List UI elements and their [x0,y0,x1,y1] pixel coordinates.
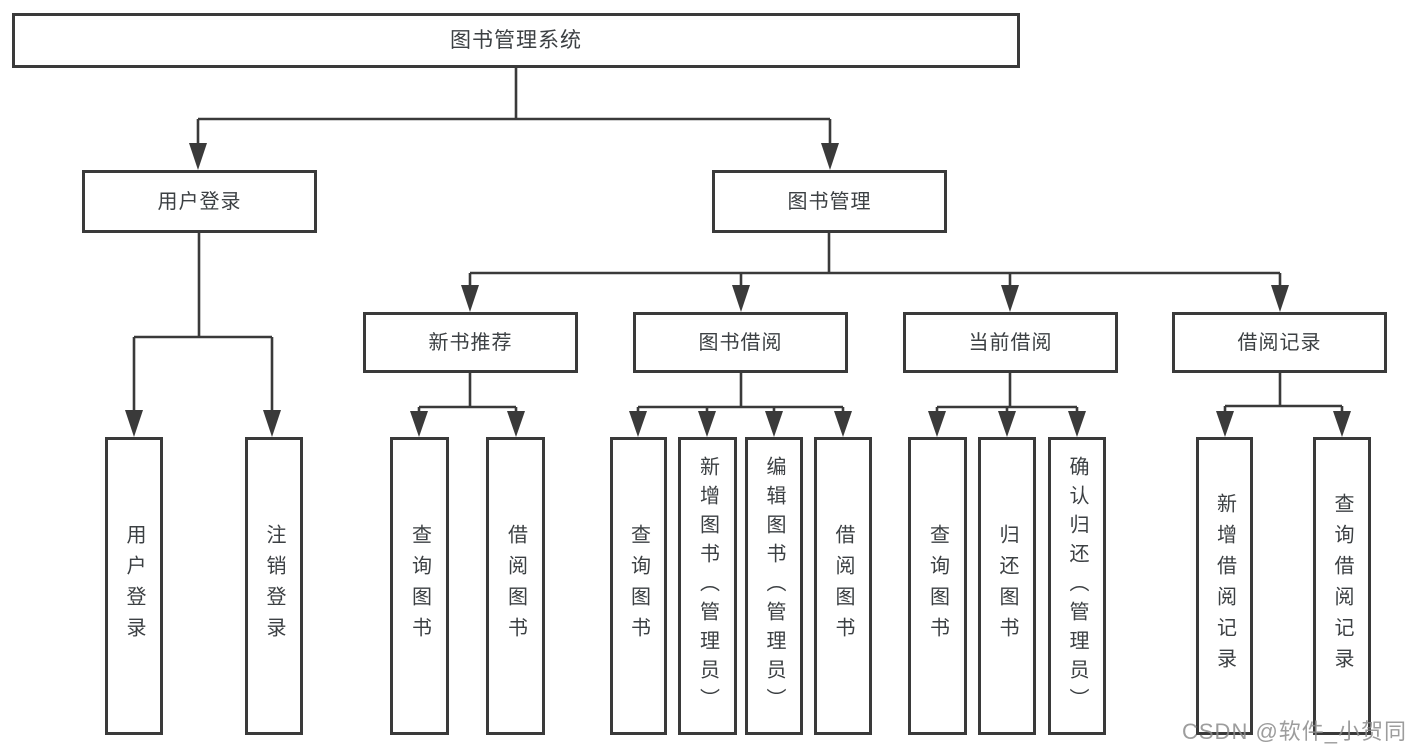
node-leaf-bb-add-book: 新增图书（管理员） [678,437,737,735]
node-leaf-cb-query-book-label: 查询图书 [926,524,949,648]
node-leaf-cb-return-book-label: 归还图书 [996,524,1018,648]
node-leaf-bb-query-book-label: 查询图书 [627,524,650,648]
node-leaf-bb-edit-book: 编辑图书（管理员） [745,437,803,735]
node-root: 图书管理系统 [12,13,1020,68]
node-current-borrow-label: 当前借阅 [968,331,1053,354]
node-leaf-rec-query-book: 查询图书 [390,437,449,735]
node-leaf-cb-confirm-return: 确认归还（管理员） [1048,437,1106,735]
node-current-borrow: 当前借阅 [903,312,1118,373]
node-leaf-br-add-record: 新增借阅记录 [1196,437,1253,735]
node-leaf-cb-query-book: 查询图书 [908,437,967,735]
node-book-borrow-label: 图书借阅 [698,331,783,354]
node-new-book-recommend: 新书推荐 [363,312,578,373]
node-leaf-cb-return-book: 归还图书 [978,437,1036,735]
node-book-management-label: 图书管理 [787,190,872,213]
node-user-login-label: 用户登录 [157,190,242,213]
node-book-borrow: 图书借阅 [633,312,848,373]
node-borrow-record: 借阅记录 [1172,312,1387,373]
node-book-management: 图书管理 [712,170,947,233]
node-leaf-logout: 注销登录 [245,437,303,735]
node-leaf-rec-borrow-book: 借阅图书 [486,437,545,735]
node-leaf-bb-borrow-book: 借阅图书 [814,437,872,735]
node-leaf-br-add-record-label: 新增借阅记录 [1213,493,1236,679]
node-root-label: 图书管理系统 [450,29,582,52]
node-leaf-cb-confirm-return-label: 确认归还（管理员） [1066,455,1088,717]
node-leaf-bb-borrow-book-label: 借阅图书 [832,524,854,648]
node-leaf-user-login-label: 用户登录 [123,524,145,648]
node-leaf-br-query-record-label: 查询借阅记录 [1331,493,1353,679]
node-leaf-user-login: 用户登录 [105,437,163,735]
node-borrow-record-label: 借阅记录 [1237,331,1322,354]
node-leaf-br-query-record: 查询借阅记录 [1313,437,1371,735]
node-leaf-bb-add-book-label: 新增图书（管理员） [696,455,719,717]
node-leaf-bb-query-book: 查询图书 [610,437,667,735]
node-leaf-bb-edit-book-label: 编辑图书（管理员） [763,455,785,717]
node-user-login: 用户登录 [82,170,317,233]
node-new-book-recommend-label: 新书推荐 [428,331,513,354]
node-leaf-rec-borrow-book-label: 借阅图书 [504,524,527,648]
node-leaf-logout-label: 注销登录 [263,524,285,648]
node-leaf-rec-query-book-label: 查询图书 [408,524,431,648]
watermark: CSDN @软件_小贺同学 [1182,719,1405,744]
